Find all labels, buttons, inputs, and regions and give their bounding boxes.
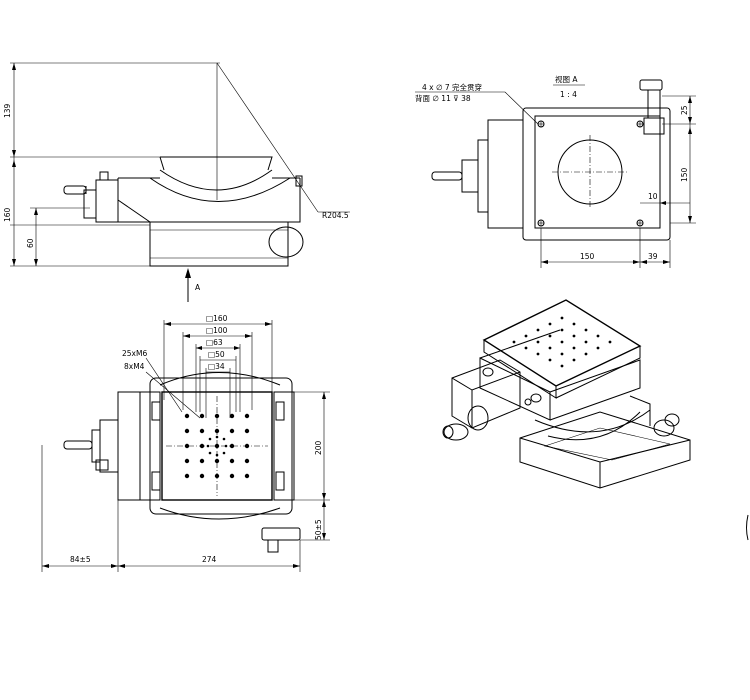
m4-hole [222,451,226,455]
iso-hole [584,328,588,332]
iso-hole-grid [512,316,612,368]
iso-hole [584,340,588,344]
iso-hole [560,340,564,344]
m4-hole [208,437,212,441]
m4-hole [222,437,226,441]
iso-hole [560,328,564,332]
iso-hole [584,352,588,356]
dim-150h-label: 150 [580,252,595,261]
iso-hole [524,334,528,338]
iso-hole [608,340,612,344]
dim-39-label: 39 [648,252,658,261]
dim-60-label: 60 [26,238,35,248]
sq-160-label: □160 [206,314,228,323]
m6-hole [199,428,205,434]
sq-63-label: □63 [206,338,223,347]
m6-hole [244,428,250,434]
m6-hole [184,428,190,434]
radius-label: R204.5 [322,211,349,220]
m6-hole [229,473,235,479]
m6-hole [244,473,250,479]
m6-hole [244,413,250,419]
holes-m4-label: 8xM4 [124,362,145,371]
view-a-title: 视图 A [555,74,578,84]
iso-hole [560,364,564,368]
iso-hole [596,334,600,338]
dim-84-label: 84±5 [70,555,91,564]
iso-hole [548,346,552,350]
edge-mark [746,514,749,541]
m6-hole [199,413,205,419]
sq-50-label: □50 [208,350,225,359]
iso-hole [572,322,576,326]
iso-hole [548,358,552,362]
iso-hole [572,358,576,362]
m6-hole [184,413,190,419]
dim-160-label: 160 [3,207,12,222]
dim-25-label: 25 [680,105,689,115]
dim-10-label: 10 [648,192,658,201]
sq-100-label: □100 [206,326,228,335]
iso-hole [596,346,600,350]
holes-m6-label: 25xM6 [122,349,147,358]
top-view: □160 □100 □63 □50 □34 25xM6 8xM4 [41,314,330,572]
m6-hole [229,428,235,434]
m6-hole [184,458,190,464]
m6-hole [199,473,205,479]
iso-hole [560,316,564,320]
iso-hole [536,340,540,344]
iso-hole [548,334,552,338]
iso-hole [512,340,516,344]
m4-hole [208,451,212,455]
sq-34-label: □34 [208,362,225,371]
dim-139-label: 139 [3,103,12,118]
m6-hole [214,458,220,464]
m6-hole [244,458,250,464]
iso-hole [536,352,540,356]
m6-hole [184,473,190,479]
m6-hole [229,413,235,419]
view-arrow-label: A [195,283,201,292]
view-a: 视图 A 1 : 4 4 x ∅ 7 完全贯穿 背面 ∅ 11 ⊽ 38 [415,74,696,268]
dim-50-label: 50±5 [314,519,323,540]
dim-274-label: 274 [202,555,217,564]
front-view: 139 160 60 R204.5 A [3,62,350,302]
hole-note-line1: 4 x ∅ 7 完全贯穿 [422,82,482,92]
m6-hole [229,458,235,464]
m6-hole [184,443,190,449]
iso-hole [536,328,540,332]
iso-hole [560,352,564,356]
dim-200-label: 200 [314,440,323,455]
dim-150v-label: 150 [680,167,689,182]
m6-hole [199,458,205,464]
hole-note-line2: 背面 ∅ 11 ⊽ 38 [415,93,471,103]
iso-hole [524,346,528,350]
isometric-view [442,299,691,489]
iso-hole [572,346,576,350]
iso-hole [548,322,552,326]
view-a-scale: 1 : 4 [560,90,577,99]
hole-grid [184,413,250,479]
iso-hole [572,334,576,338]
